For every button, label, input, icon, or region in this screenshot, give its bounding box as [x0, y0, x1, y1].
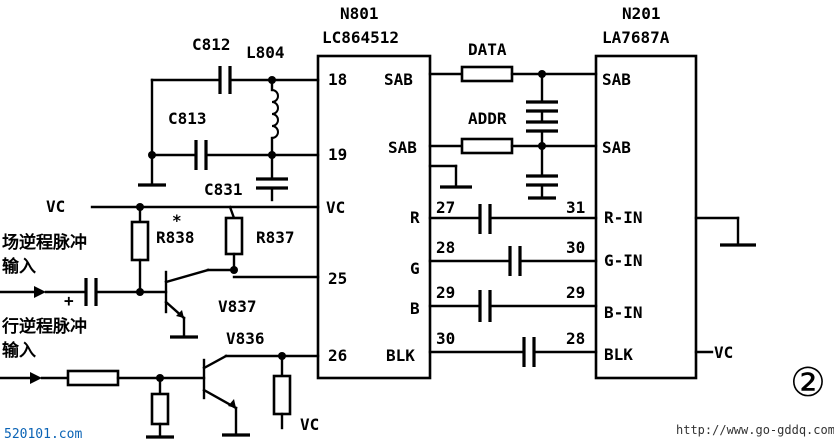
ic-n801-ref: N801: [340, 4, 379, 23]
data-filter-capacitor: [526, 70, 558, 148]
c812-capacitor: [150, 66, 320, 94]
n801-sab2-label: SAB: [388, 138, 417, 157]
n801-blk-label: BLK: [386, 346, 415, 365]
addr-filter-capacitor: [526, 142, 558, 200]
data-label: DATA: [468, 40, 507, 59]
net-pin-left-27: 27: [436, 198, 455, 217]
pin-18-label: 18: [328, 70, 347, 89]
n201-ground-symbol: [694, 216, 756, 247]
watermark-right: http://www.go-gddq.com: [676, 423, 834, 437]
field-pulse-label: 场逆程脉冲: [2, 232, 87, 253]
ic-n801-body: [316, 54, 432, 380]
addr-label: ADDR: [468, 109, 507, 128]
r837-resistor: [224, 205, 320, 279]
line-input-chain: [0, 369, 206, 439]
n801-g-label: G: [410, 259, 420, 278]
vc-bottom-label: VC: [300, 415, 319, 434]
figure-number: ②: [790, 360, 826, 406]
v836-load-resistor: [272, 354, 292, 430]
v837-transistor: [164, 268, 236, 339]
addr-line: [428, 137, 598, 155]
v837-label: V837: [218, 297, 257, 316]
field-input-coupling: [0, 278, 168, 306]
net-pin-left-30: 30: [436, 329, 455, 348]
vc-left-label: VC: [46, 197, 65, 216]
c831-capacitor: [256, 151, 288, 202]
n801-sab1-label: SAB: [384, 70, 413, 89]
vc-rail: [90, 203, 320, 211]
n201-bin-label: B-IN: [604, 303, 643, 322]
data-line: [428, 65, 598, 83]
n801-r-label: R: [410, 208, 420, 227]
n201-gin-label: G-IN: [604, 251, 643, 270]
g-coupling: [428, 246, 598, 276]
coupling-plus: +: [64, 291, 74, 310]
net-pin-left-29: 29: [436, 283, 455, 302]
line-pulse-label: 行逆程脉冲: [1, 316, 87, 337]
v836-label: V836: [226, 329, 265, 348]
ic-n201-part: LA7687A: [602, 28, 670, 47]
vc-right-label: VC: [714, 343, 733, 362]
ic-n801-part: LC864512: [322, 28, 399, 47]
ic-n201-body: [594, 54, 698, 380]
n201-sab1-label: SAB: [602, 70, 631, 89]
watermark-left: 520101.com: [4, 427, 82, 442]
r-coupling: [428, 204, 598, 234]
pin-19-label: 19: [328, 145, 347, 164]
b-coupling: [428, 290, 598, 322]
line-input-label: 输入: [2, 340, 36, 361]
n201-blk-label: BLK: [604, 345, 633, 364]
pin-vc-label: VC: [326, 198, 345, 217]
r837-label: R837: [256, 228, 295, 247]
l804-label: L804: [246, 43, 285, 62]
net-pin-right-28: 28: [566, 329, 585, 348]
n201-sab2-label: SAB: [602, 138, 631, 157]
n801-b-label: B: [410, 299, 420, 318]
r838-label: R838: [156, 228, 195, 247]
c813-capacitor: [138, 78, 320, 187]
net-pin-right-29: 29: [566, 283, 585, 302]
c813-label: C813: [168, 109, 207, 128]
blk-coupling: [428, 337, 598, 367]
r838-star: *: [172, 211, 182, 230]
net-pin-right-31: 31: [566, 198, 585, 217]
field-input-label: 输入: [2, 256, 36, 277]
pin-25-label: 25: [328, 269, 347, 288]
net-pin-left-28: 28: [436, 238, 455, 257]
l804-inductor: [268, 76, 279, 157]
pin-26-label: 26: [328, 346, 347, 365]
n801-ground-symbol: [428, 164, 472, 189]
r838-resistor: [130, 205, 150, 294]
net-pin-right-30: 30: [566, 238, 585, 257]
n201-rin-label: R-IN: [604, 208, 643, 227]
v836-transistor: [202, 352, 320, 437]
c831-label: C831: [204, 180, 243, 199]
ic-n201-ref: N201: [622, 4, 661, 23]
c812-label: C812: [192, 35, 231, 54]
